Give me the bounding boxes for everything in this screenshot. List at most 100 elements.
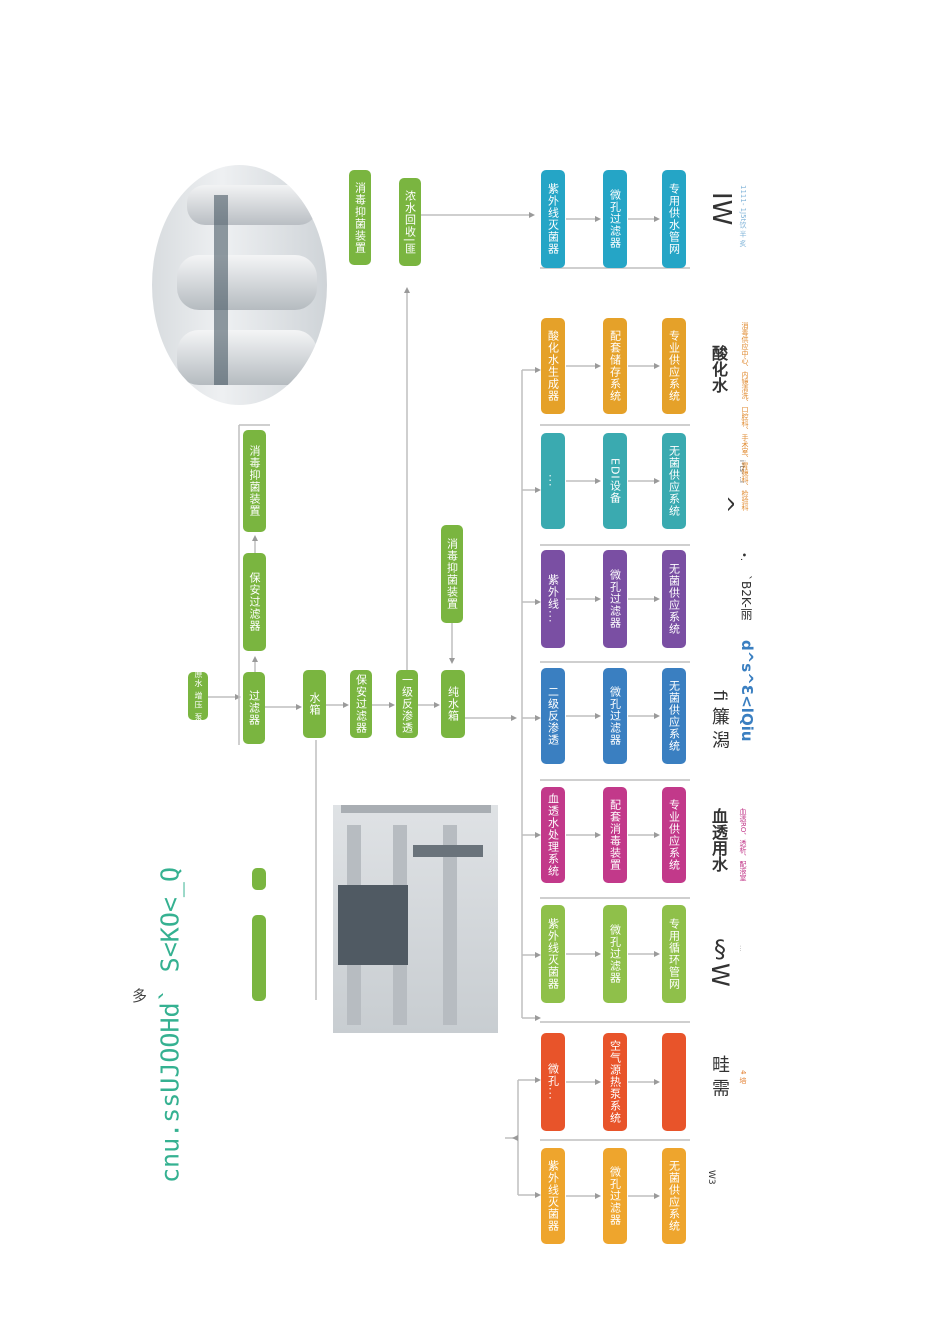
flow-arrow [529, 212, 535, 218]
flow-arrow [389, 702, 395, 708]
flow-arrow [595, 832, 601, 838]
col-label-sterile: W3 [706, 1170, 716, 1185]
disinfect-upper-box: 消毒抑菌装置 [243, 430, 266, 532]
direct-drink-step-label: 微孔过滤器 [608, 189, 622, 249]
flow-arrow [595, 596, 601, 602]
flow-arrow [252, 656, 258, 662]
col-note-direct: 1111- 1J5t饮 半 炙 [739, 185, 747, 247]
flow-arrow [535, 367, 541, 373]
fragment-green-a [252, 868, 266, 890]
flow-arrow [595, 363, 601, 369]
sterile-supply-step-label: 紫外线灭菌器 [546, 1160, 560, 1232]
disinfect-mid-box: 消毒抑菌装置 [441, 525, 463, 623]
flow-arrow [654, 596, 660, 602]
flow-arrow [235, 694, 241, 700]
dialysis-step-3: 专业供应系统 [662, 787, 686, 883]
direct-drink-step-2: 微孔过滤器 [603, 170, 627, 268]
flow-arrow [449, 658, 455, 664]
filter-box: 过滤器 [243, 672, 265, 744]
flow-arrow [595, 478, 601, 484]
col-label-ro-second: fi 簾 潟 [709, 690, 730, 749]
flow-arrow [595, 1193, 601, 1199]
flow-arrow [343, 702, 349, 708]
col-label-hot-water: 畦 需 [709, 1055, 730, 1097]
sterile-supply-step-label: 无菌供应系统 [667, 1160, 681, 1232]
circulation-step-2: 微孔过滤器 [603, 905, 627, 1003]
flow-arrow [535, 599, 541, 605]
edi-line-step-2: EDI设备 [603, 433, 627, 529]
dialysis-step-1: 血透水处理系统 [541, 787, 565, 883]
ro-second-step-2: 微孔过滤器 [603, 668, 627, 764]
flow-arrow [434, 702, 440, 708]
purple-line-step-label: 无菌供应系统 [667, 563, 681, 635]
flow-arrow [252, 535, 258, 541]
acid-water-step-3: 专业供应系统 [662, 318, 686, 414]
col-label-dialysis: 血透用水 [709, 808, 728, 872]
circulation-step-3: 专用循环管网 [662, 905, 686, 1003]
col-note-purple: •. [738, 552, 749, 562]
hot-water-step-label: 微孔... [546, 1063, 560, 1101]
acid-water-step-1: 酸化水生成器 [541, 318, 565, 414]
ro-second-step-3: 无菌供应系统 [662, 668, 686, 764]
col-label-purple: `B2K-丽 [739, 575, 753, 620]
dialysis-step-label: 血透水处理系统 [546, 793, 560, 877]
col-note-dialysis: 血透RO、透析、配液室 [739, 808, 747, 882]
acid-water-step-label: 专业供应系统 [667, 330, 681, 402]
title-note: 多 [132, 987, 148, 1005]
edi-line-step-label: ... [546, 474, 560, 488]
flow-arrow [535, 952, 541, 958]
flow-arrow [404, 287, 410, 293]
acid-water-step-label: 配套储存系统 [608, 330, 622, 402]
circulation-step-label: 紫外线灭菌器 [546, 918, 560, 990]
pure-water-tank-box: 纯水箱 [441, 670, 465, 738]
flow-arrow [511, 715, 517, 721]
dialysis-step-2: 配套消毒装置 [603, 787, 627, 883]
purple-line-step-label: 微孔过滤器 [608, 569, 622, 629]
raw-water-pump-box: 原水 增压 泵 [188, 672, 208, 720]
ro-second-step-1: 二级反渗透 [541, 668, 565, 764]
flow-arrow [535, 1077, 541, 1083]
flow-arrow [654, 478, 660, 484]
flow-arrow [654, 216, 660, 222]
flow-arrow [654, 1193, 660, 1199]
col-note-ro-second: d^s^Ɛ<lQiu [738, 640, 756, 742]
circulation-step-1: 紫外线灭菌器 [541, 905, 565, 1003]
flow-arrow [654, 832, 660, 838]
flow-arrow [595, 713, 601, 719]
sterile-supply-step-1: 紫外线灭菌器 [541, 1148, 565, 1244]
flow-arrow [512, 1135, 518, 1141]
direct-drink-step-label: 紫外线灭菌器 [546, 183, 560, 255]
circulation-step-label: 专用循环管网 [667, 918, 681, 990]
direct-drink-step-label: 专用供水管网 [667, 183, 681, 255]
purple-line-step-1: 紫外线... [541, 550, 565, 648]
fragment-green-b [252, 915, 266, 1001]
sterile-supply-step-2: 微孔过滤器 [603, 1148, 627, 1244]
edi-line-step-1: ... [541, 433, 565, 529]
direct-drink-step-3: 专用供水管网 [662, 170, 686, 268]
col-label-acid: 酸化水 [709, 345, 728, 393]
ro-first-box: 一级反渗透 [396, 670, 418, 738]
col-note-hot-water: 4 培 [739, 1070, 747, 1084]
dialysis-step-label: 专业供应系统 [667, 799, 681, 871]
flow-arrow [654, 951, 660, 957]
flow-arrow [654, 1079, 660, 1085]
edi-line-step-label: 无菌供应系统 [667, 445, 681, 517]
col-note-edi: i*ts- ..i [738, 460, 746, 483]
flow-arrow [535, 1015, 541, 1021]
flow-arrow [654, 363, 660, 369]
circulation-step-label: 微孔过滤器 [608, 924, 622, 984]
purple-line-step-3: 无菌供应系统 [662, 550, 686, 648]
col-label-edi: ^ [712, 495, 737, 514]
flow-arrow [595, 951, 601, 957]
sterile-supply-step-3: 无菌供应系统 [662, 1148, 686, 1244]
flow-arrow [654, 713, 660, 719]
tank-box: 水箱 [303, 670, 326, 738]
ro-second-step-label: 微孔过滤器 [608, 686, 622, 746]
flow-arrow [595, 216, 601, 222]
hot-water-step-3 [662, 1033, 686, 1131]
ro-second-step-label: 二级反渗透 [546, 686, 560, 746]
flow-arrow [595, 1079, 601, 1085]
edi-line-step-label: EDI设备 [608, 458, 622, 504]
ro-machine-photo [333, 805, 498, 1033]
